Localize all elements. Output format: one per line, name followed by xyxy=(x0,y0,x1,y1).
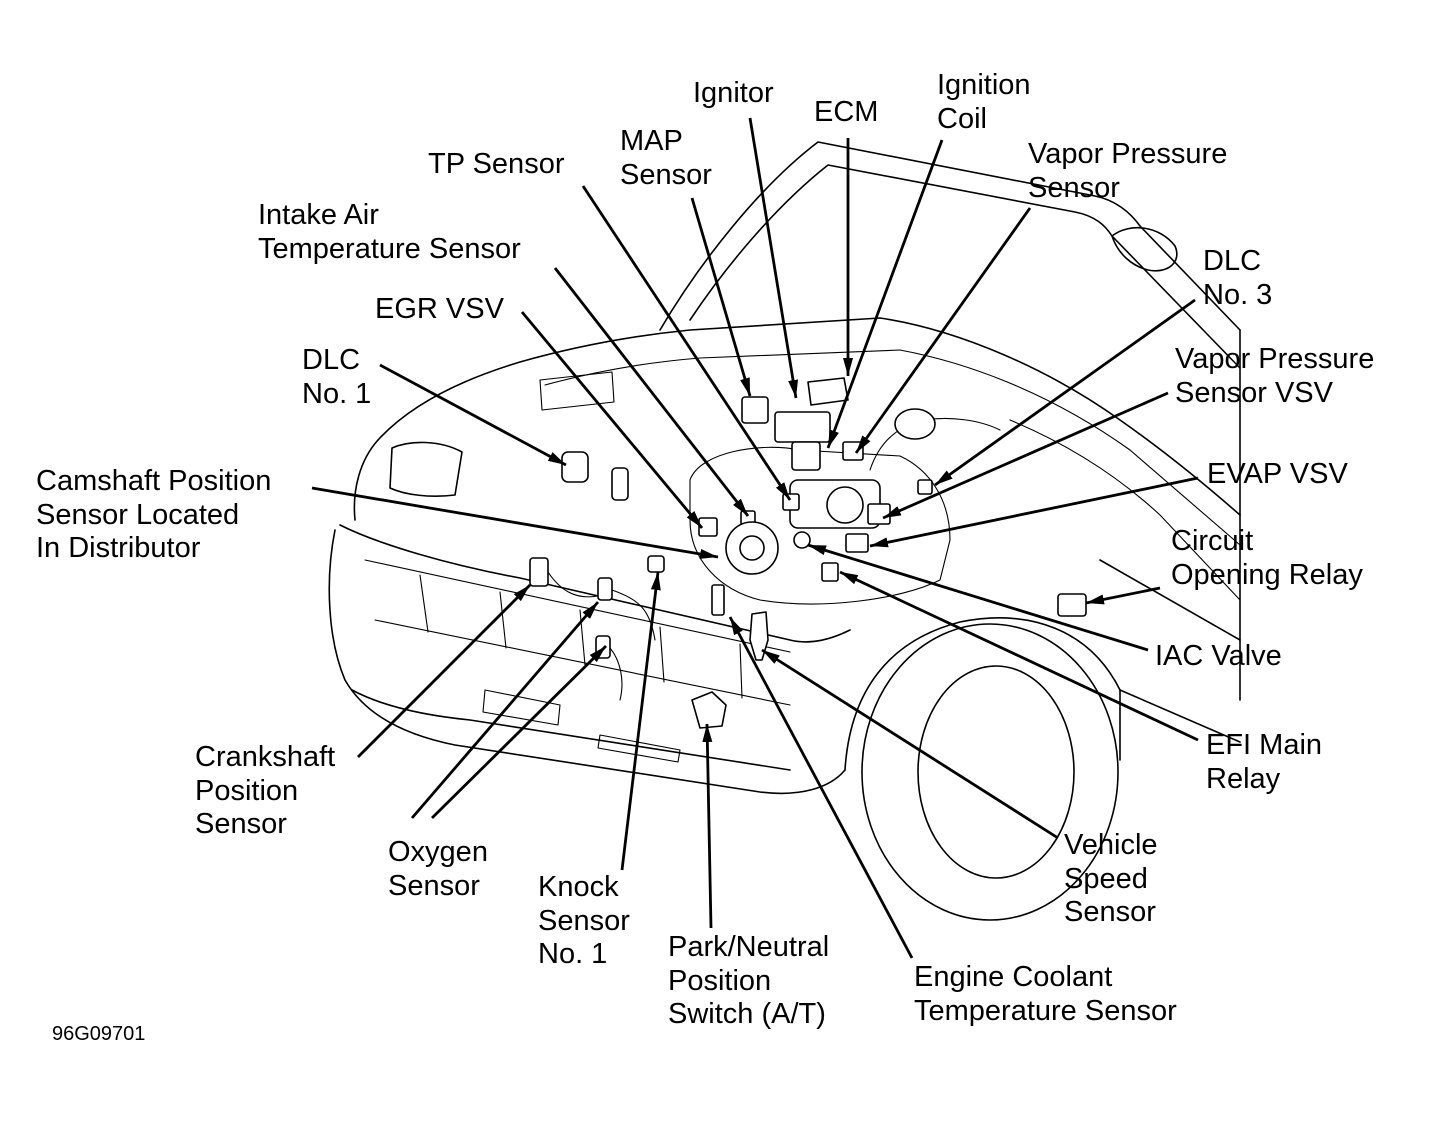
front-tire xyxy=(861,623,1119,921)
cab-roof-line xyxy=(659,141,1241,331)
front-wheel-rim xyxy=(917,665,1075,879)
hood-front-edge xyxy=(377,317,1241,516)
label-dlc-no3: DLC No. 3 xyxy=(1203,245,1273,311)
label-iac-valve: IAC Valve xyxy=(1155,640,1282,672)
circuit-opening-relay-leader-arrow xyxy=(1085,586,1161,605)
egr-vsv-leader-arrow xyxy=(520,311,704,529)
intake-air-temperature-sensor-leader-arrow xyxy=(553,267,750,517)
label-tp-sensor: TP Sensor xyxy=(428,148,565,180)
grille-lower-line xyxy=(374,619,791,706)
hose-fitting xyxy=(611,467,629,501)
oxygen-sensor-upper xyxy=(597,577,613,601)
headlight xyxy=(389,441,463,497)
ecm xyxy=(807,377,849,406)
figure-number: 96G09701 xyxy=(52,1023,146,1045)
tp-sensor-leader-arrow xyxy=(581,185,792,501)
label-vapor-pressure-sensor-vsv: Vapor Pressure Sensor VSV xyxy=(1175,343,1375,409)
throttle-bore xyxy=(826,486,864,524)
rocker-line xyxy=(1099,559,1241,743)
circuit-opening-relay xyxy=(1057,593,1087,617)
label-crankshaft-position-sensor: Crankshaft Position Sensor xyxy=(195,741,336,840)
dlc-no1-leader-arrow xyxy=(379,363,567,467)
knock-sensor-no1 xyxy=(647,555,665,573)
distributor-cap-center xyxy=(739,535,765,561)
label-ignitor: Ignitor xyxy=(693,77,774,109)
vapor-pressure-sensor xyxy=(842,441,864,461)
label-efi-main-relay: EFI Main Relay xyxy=(1206,729,1323,795)
label-egr-vsv: EGR VSV xyxy=(375,293,504,325)
grille-slats xyxy=(419,574,743,699)
air-cleaner-outlet xyxy=(894,408,936,440)
label-oxygen-sensor: Oxygen Sensor xyxy=(388,836,488,902)
radiator-support xyxy=(539,371,615,411)
grille-upper-line xyxy=(364,559,791,653)
ignitor xyxy=(774,411,831,443)
ignitor-leader-arrow xyxy=(748,117,799,399)
label-intake-air-temperature-sensor: Intake Air Temperature Sensor xyxy=(258,199,521,265)
vehicle-body-outline xyxy=(328,141,1241,921)
vapor-pressure-sensor-leader-arrow xyxy=(854,207,1032,454)
dlc-no3-connector xyxy=(917,479,933,495)
efi-main-relay-leader-arrow xyxy=(839,570,1199,742)
bumper-lower-edge xyxy=(351,689,791,771)
dlc-no1-connector xyxy=(561,451,589,483)
side-mirror xyxy=(1111,227,1178,272)
sensor-wiring xyxy=(547,571,656,701)
evap-vsv-leader-arrow xyxy=(869,476,1199,548)
vehicle-speed-sensor-leader-arrow xyxy=(761,648,1059,840)
label-ignition-coil: Ignition Coil xyxy=(937,69,1031,135)
oxygen-sensor-lower-leader-arrow xyxy=(431,645,607,819)
windshield-inner-line xyxy=(689,164,1241,369)
engine-block xyxy=(689,446,951,605)
vapor-pressure-sensor-vsv-leader-arrow xyxy=(882,391,1169,520)
crankshaft-position-sensor-leader-arrow xyxy=(357,584,531,758)
label-camshaft-position-sensor: Camshaft Position Sensor Located In Dist… xyxy=(36,465,272,564)
dlc-no3-leader-arrow xyxy=(934,298,1196,487)
label-vapor-pressure-sensor: Vapor Pressure Sensor xyxy=(1028,138,1228,204)
engine-components xyxy=(529,377,1087,729)
map-sensor-leader-arrow xyxy=(690,197,752,397)
bumper-vent xyxy=(597,734,681,763)
label-ecm: ECM xyxy=(814,96,879,128)
vapor-pressure-sensor-vsv xyxy=(867,503,891,525)
park-neutral-position-switch-leader-arrow xyxy=(702,723,713,929)
bumper-top-edge xyxy=(339,524,851,643)
evap-vsv xyxy=(845,533,869,553)
label-map-sensor: MAP Sensor xyxy=(620,125,712,191)
bumper-slot xyxy=(482,689,561,726)
ignition-coil xyxy=(791,441,821,471)
label-circuit-opening-relay: Circuit Opening Relay xyxy=(1171,525,1363,591)
label-knock-sensor-no1: Knock Sensor No. 1 xyxy=(538,871,630,970)
crankshaft-position-sensor xyxy=(529,557,549,587)
bumper-front-face xyxy=(328,529,846,795)
engine-coolant-temperature-sensor xyxy=(711,584,725,616)
left-fender-line xyxy=(353,439,379,521)
map-sensor xyxy=(741,396,769,424)
label-dlc-no1: DLC No. 1 xyxy=(302,344,372,410)
leader-arrows xyxy=(311,117,1199,959)
label-park-neutral-position-switch: Park/Neutral Position Switch (A/T) xyxy=(668,931,830,1030)
efi-main-relay xyxy=(821,562,839,582)
knock-sensor-no1-leader-arrow xyxy=(620,571,661,871)
fender-arch xyxy=(844,617,1121,771)
camshaft-position-sensor-leader-arrow xyxy=(311,486,719,559)
label-vehicle-speed-sensor: Vehicle Speed Sensor xyxy=(1064,829,1158,928)
oxygen-sensor-upper-leader-arrow xyxy=(410,601,600,819)
iac-valve xyxy=(793,531,811,549)
right-fender-inner-line xyxy=(1009,419,1241,601)
tp-sensor xyxy=(782,493,800,511)
ignition-coil-leader-arrow xyxy=(826,139,944,449)
iac-valve-leader-arrow xyxy=(807,543,1149,652)
label-engine-coolant-temperature-sensor: Engine Coolant Temperature Sensor xyxy=(914,961,1177,1027)
park-neutral-position-switch xyxy=(691,691,727,729)
label-evap-vsv: EVAP VSV xyxy=(1207,458,1348,490)
engine-coolant-temperature-sensor-leader-arrow xyxy=(728,616,914,959)
engine-bay-inner-edge xyxy=(544,349,1241,546)
